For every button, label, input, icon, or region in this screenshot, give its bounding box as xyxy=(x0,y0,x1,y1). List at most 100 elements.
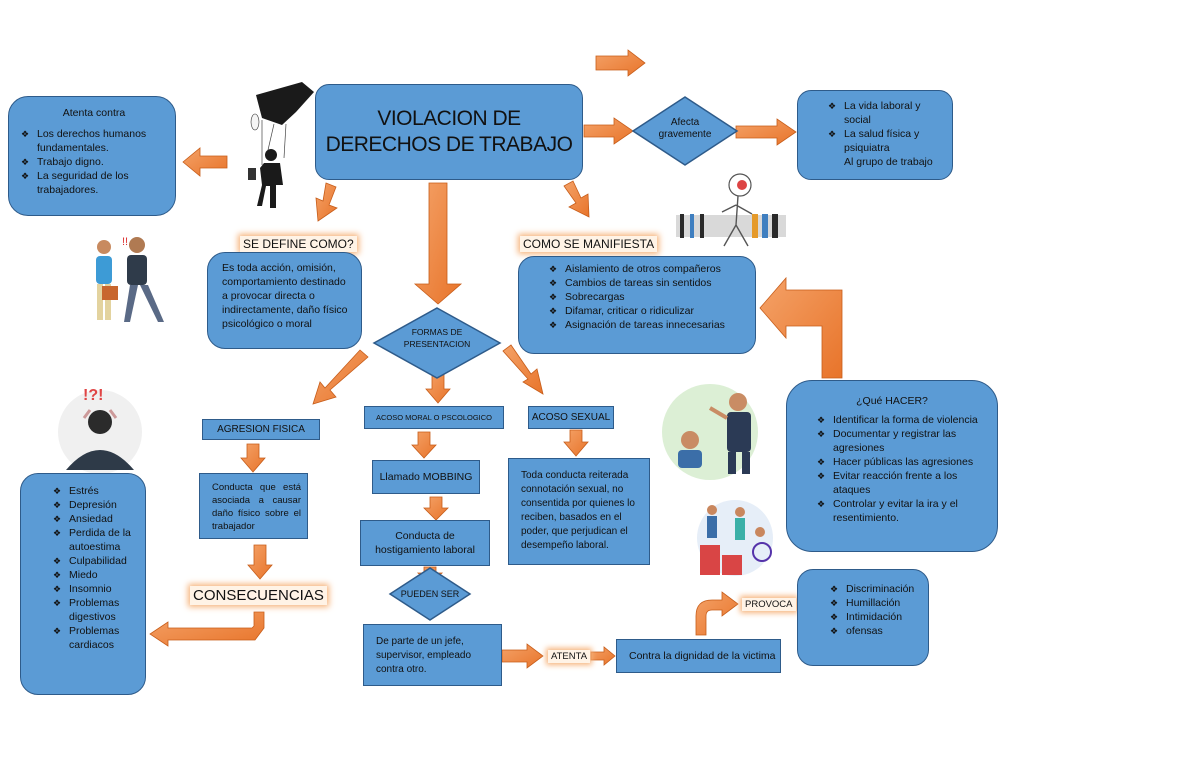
list-item: ofensas xyxy=(830,624,922,638)
list-item: Hacer públicas las agresiones xyxy=(817,455,987,469)
title-box: VIOLACION DE DERECHOS DE TRABAJO xyxy=(315,84,583,180)
list-item: Documentar y registrar las agresiones xyxy=(817,427,987,455)
list-item: Ansiedad xyxy=(53,512,139,526)
consecuencias-label: CONSECUENCIAS xyxy=(190,586,327,605)
list-item: Trabajo digno. xyxy=(21,155,167,169)
svg-text:!?!: !?! xyxy=(83,387,103,404)
como-manifiesta-label: COMO SE MANIFIESTA xyxy=(520,236,658,252)
afecta-diamond xyxy=(631,96,739,166)
acoso-sexual-label-text: ACOSO SEXUAL xyxy=(531,412,611,423)
acoso-sexual-text: Toda conducta reiterada connotación sexu… xyxy=(521,470,635,551)
hostigamiento-box: Conducta de hostigamiento laboral xyxy=(360,520,490,566)
se-define-box: Es toda acción, omisión, comportamiento … xyxy=(207,252,362,349)
arrow-to-dignidad xyxy=(590,646,616,666)
list-item: Estrés xyxy=(53,484,139,498)
afecta-extra: Al grupo de trabajo xyxy=(844,156,933,168)
list-item: Depresión xyxy=(53,498,139,512)
agresion-fisica-box: Conducta que está asociada a causar daño… xyxy=(199,473,308,539)
boss-yelling-illustration xyxy=(662,384,758,480)
list-item: La salud física y psiquiatra xyxy=(828,127,944,155)
arrow-to-afecta xyxy=(583,117,634,145)
atenta-contra-list: Los derechos humanos fundamentales. Trab… xyxy=(21,127,167,197)
walking-figure-illustration xyxy=(676,173,786,247)
provoca-box: Discriminación Humillación Intimidación … xyxy=(797,569,929,666)
title-line-2: DERECHOS DE TRABAJO xyxy=(325,133,573,156)
atenta-contra-box: Atenta contra Los derechos humanos funda… xyxy=(8,96,176,216)
mobbing-text: Llamado MOBBING xyxy=(379,471,473,483)
se-define-text: Es toda acción, omisión, comportamiento … xyxy=(222,262,348,330)
acoso-moral-label-text: ACOSO MORAL O PSCOLOGICO xyxy=(376,413,492,422)
atenta-label: ATENTA xyxy=(548,650,591,663)
puppeteer-illustration xyxy=(248,82,314,208)
arrow-que-hacer-to-manifiesta xyxy=(759,276,843,379)
acoso-moral-label: ACOSO MORAL O PSCOLOGICO xyxy=(364,406,504,429)
como-manifiesta-box: Aislamiento de otros compañeros Cambios … xyxy=(518,256,756,354)
afecta-list: La vida laboral y social La salud física… xyxy=(828,99,944,155)
pueden-ser-diamond xyxy=(388,567,472,621)
svg-text:!!: !! xyxy=(122,236,128,248)
consecuencias-list: Estrés Depresión Ansiedad Perdida de la … xyxy=(53,484,139,652)
agresion-fisica-text: Conducta que está asociada a causar daño… xyxy=(212,482,301,532)
afecta-line-1: Afecta xyxy=(670,117,700,128)
arrow-to-atenta-contra xyxy=(182,147,228,177)
dignidad-box: Contra la dignidad de la victima xyxy=(616,639,781,673)
acoso-sexual-label: ACOSO SEXUAL xyxy=(528,406,614,429)
afecta-text: Afecta gravemente xyxy=(645,117,725,141)
que-hacer-box: ¿Qué HACER? Identificar la forma de viol… xyxy=(786,380,998,552)
arrow-to-acoso-sexual xyxy=(502,344,544,395)
discrimination-illustration xyxy=(697,500,773,576)
list-item: Cambios de tareas sin sentidos xyxy=(549,276,747,290)
arrow-main-down xyxy=(413,182,463,305)
mobbing-box: Llamado MOBBING xyxy=(372,460,480,494)
arrow-moral-down xyxy=(411,431,437,459)
list-item: Controlar y evitar la ira y el resentimi… xyxy=(817,497,987,525)
list-item: Sobrecargas xyxy=(549,290,747,304)
provoca-list: Discriminación Humillación Intimidación … xyxy=(830,582,922,638)
provoca-label: PROVOCA xyxy=(742,598,796,611)
arrow-to-provoca xyxy=(695,591,739,636)
se-define-label: SE DEFINE COMO? xyxy=(240,236,357,252)
que-hacer-list: Identificar la forma de violencia Docume… xyxy=(817,413,987,525)
title-line-1: VIOLACION DE xyxy=(377,107,521,130)
afecta-line-2: gravemente xyxy=(658,129,712,140)
pueden-ser-box: De parte de un jefe, supervisor, emplead… xyxy=(363,624,502,686)
list-item: La vida laboral y social xyxy=(828,99,944,127)
consecuencias-box: Estrés Depresión Ansiedad Perdida de la … xyxy=(20,473,146,695)
que-hacer-heading: ¿Qué HACER? xyxy=(856,395,928,407)
arrow-to-se-define xyxy=(315,182,338,222)
arrow-to-afecta-list xyxy=(735,118,797,146)
arrow-to-atenta xyxy=(501,643,544,669)
list-item: La seguridad de los trabajadores. xyxy=(21,169,167,197)
agresion-fisica-label: AGRESION FISICA xyxy=(202,419,320,440)
arrow-sexual-down xyxy=(563,429,589,457)
stressed-person-illustration: !?! xyxy=(58,387,142,474)
list-item: Humillación xyxy=(830,596,922,610)
atenta-contra-heading: Atenta contra xyxy=(62,107,126,119)
arguing-people-illustration: !! xyxy=(96,236,164,322)
list-item: Insomnio xyxy=(53,582,139,596)
formas-line-1: FORMAS DE xyxy=(411,327,463,337)
afecta-list-box: La vida laboral y social La salud física… xyxy=(797,90,953,180)
arrow-agresion-down xyxy=(240,443,266,473)
list-item: Aislamiento de otros compañeros xyxy=(549,262,747,276)
formas-line-2: PRESENTACION xyxy=(403,339,471,349)
acoso-sexual-box: Toda conducta reiterada connotación sexu… xyxy=(508,458,650,565)
hostigamiento-text: Conducta de hostigamiento laboral xyxy=(375,530,475,556)
list-item: Problemas digestivos xyxy=(53,596,139,624)
arrow-top-right xyxy=(595,49,646,77)
list-item: Asignación de tareas innecesarias xyxy=(549,318,747,332)
list-item: Culpabilidad xyxy=(53,554,139,568)
arrow-to-consecuencias xyxy=(247,544,273,580)
formas-diamond xyxy=(372,307,502,379)
formas-text: FORMAS DE PRESENTACION xyxy=(392,326,482,350)
arrow-to-agresion xyxy=(312,349,369,405)
pueden-ser-text: PUEDEN SER xyxy=(400,589,460,599)
arrow-to-manifiesta xyxy=(563,180,590,218)
arrow-mobbing-down xyxy=(423,496,449,521)
list-item: Difamar, criticar o ridiculizar xyxy=(549,304,747,318)
list-item: Intimidación xyxy=(830,610,922,624)
dignidad-text: Contra la dignidad de la victima xyxy=(629,650,776,662)
list-item: Problemas cardiacos xyxy=(53,624,139,652)
list-item: Discriminación xyxy=(830,582,922,596)
